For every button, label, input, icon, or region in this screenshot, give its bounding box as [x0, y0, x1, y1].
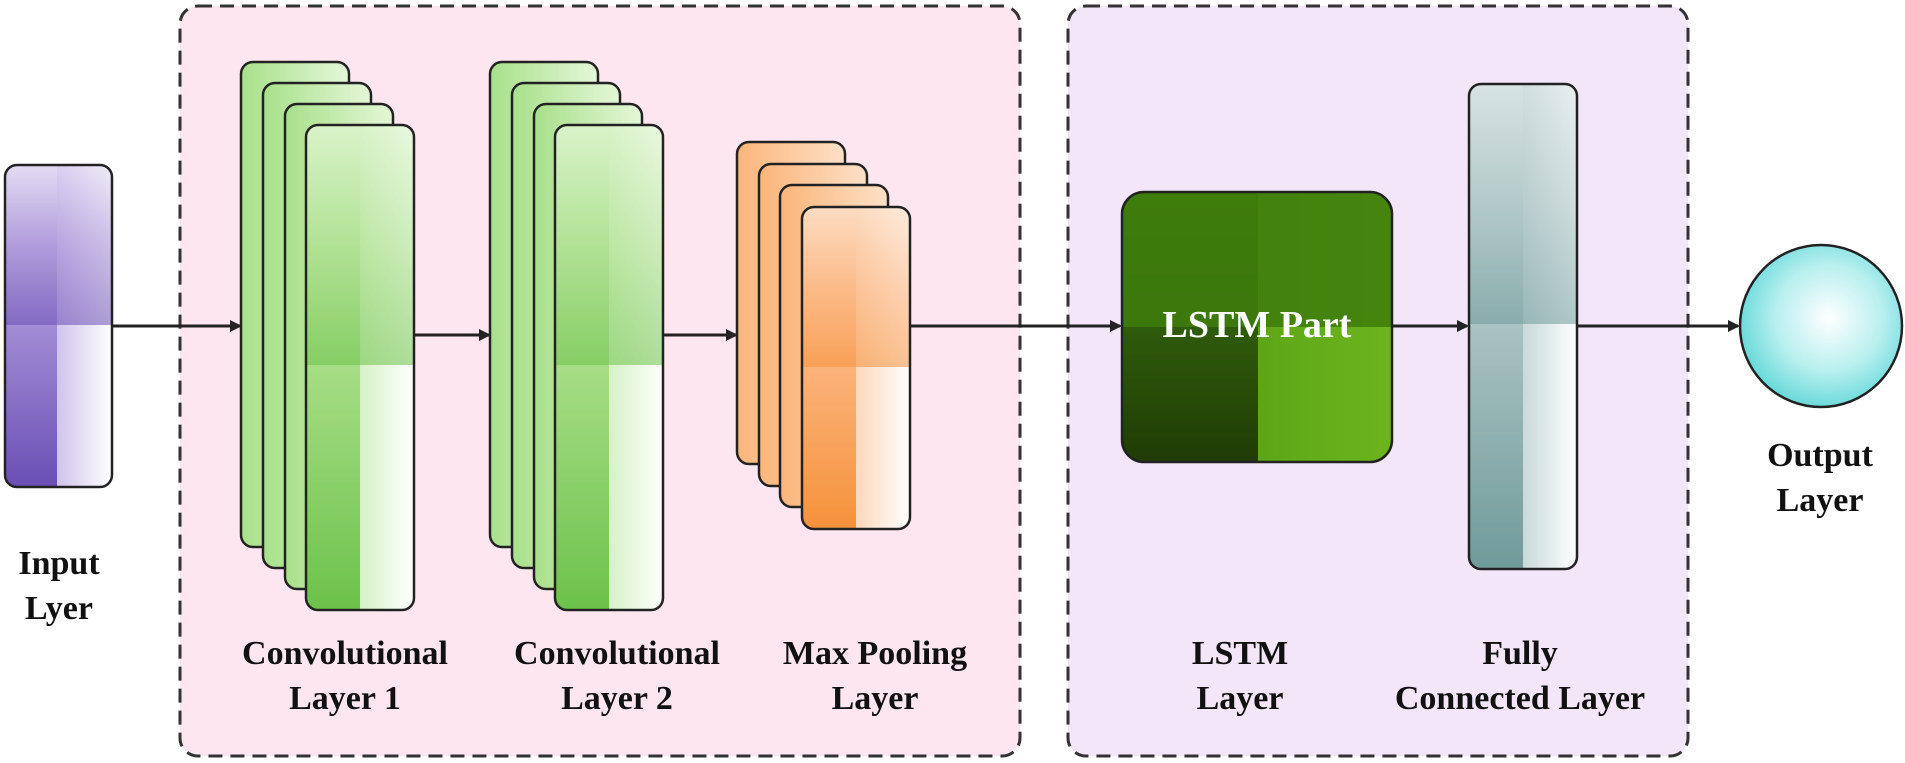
conv-layer-1-label: Convolutional Layer 1: [215, 631, 475, 721]
input-layer-label-line-2: Lyer: [25, 590, 93, 628]
output-layer-label-line-2: Layer: [1776, 482, 1864, 520]
input-layer-label-line-1: Input: [18, 545, 100, 582]
fully-connected-layer-label: Fully Connected Layer: [1370, 631, 1670, 721]
fully-connected-layer-label-line-2: Connected Layer: [1394, 680, 1646, 718]
output-layer-label: Output Layer: [1735, 433, 1905, 523]
conv-layer-1-label-line-2: Layer 1: [289, 680, 401, 718]
input-layer-label: Input Lyer: [0, 541, 118, 631]
lstm-block-label: LSTM Part: [1162, 304, 1352, 346]
conv-layer-1-label-line-1: Convolutional: [242, 635, 448, 672]
output-layer-label-line-1: Output: [1767, 437, 1873, 474]
conv-layer-2-label-line-2: Layer 2: [561, 680, 673, 718]
lstm-layer-label-line-1: LSTM: [1191, 635, 1289, 672]
fully-connected-layer-block: [1467, 82, 1579, 571]
input-layer-block: [3, 163, 114, 489]
conv-layer-2-label-line-1: Convolutional: [514, 635, 720, 672]
lstm-layer-label-line-2: Layer: [1196, 680, 1284, 718]
max-pooling-layer-label: Max Pooling Layer: [745, 631, 1005, 721]
max-pooling-layer-stack: [735, 140, 912, 531]
max-pooling-layer-label-line-2: Layer: [831, 680, 919, 718]
lstm-layer-label: LSTM Layer: [1140, 631, 1340, 721]
output-layer-node: [1738, 243, 1904, 409]
conv-layer-1-stack: [239, 60, 416, 612]
lstm-block: [1120, 190, 1394, 464]
fully-connected-layer-label-line-1: Fully: [1482, 635, 1558, 672]
max-pooling-layer-label-line-1: Max Pooling: [782, 635, 968, 672]
conv-layer-2-label: Convolutional Layer 2: [487, 631, 747, 721]
conv-layer-2-stack: [488, 60, 665, 612]
